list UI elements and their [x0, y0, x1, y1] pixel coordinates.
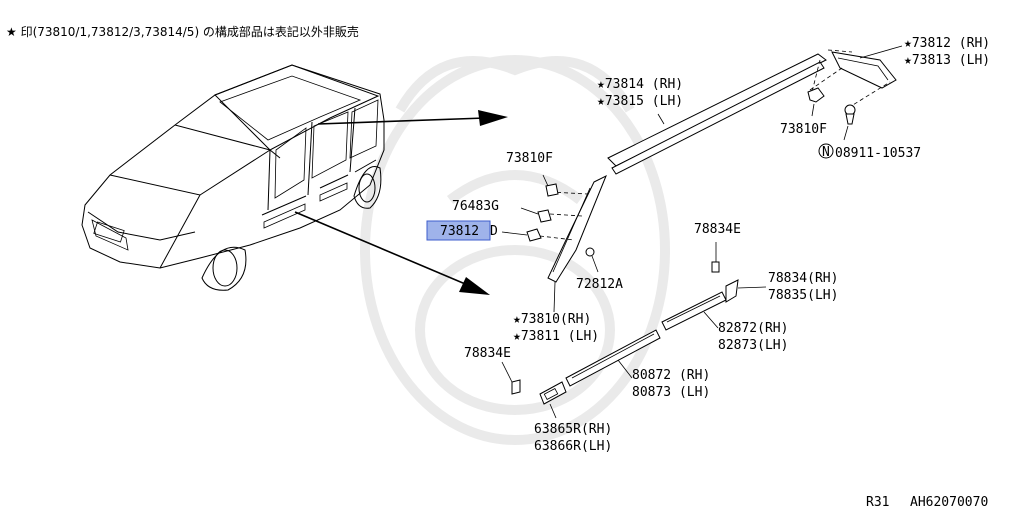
- molding-end-63865r: [539, 381, 567, 419]
- screw-72812a: [585, 247, 599, 273]
- clip-78834e-left: [501, 361, 521, 395]
- car-illustration: [81, 64, 385, 291]
- screw-08911: [843, 104, 856, 141]
- label-73810f-top: 73810F: [780, 122, 827, 137]
- footer-code: AH62070070: [910, 495, 988, 510]
- label-80872-rh: 80872 (RH): [632, 368, 710, 383]
- label-73813-lh: ★73813 (LH): [904, 53, 990, 68]
- roof-drip-molding: [607, 53, 827, 175]
- watermark-emblem: [360, 55, 670, 445]
- leader-73814: [657, 113, 665, 125]
- clip-78834e-top: [711, 242, 720, 273]
- label-73812-suffix: D: [490, 224, 498, 239]
- label-63865r-rh: 63865R(RH): [534, 422, 612, 437]
- n-circle-icon: [818, 143, 834, 159]
- label-73814-rh: ★73814 (RH): [597, 77, 683, 92]
- molding-end-cap: [809, 45, 903, 109]
- label-80873-lh: 80873 (LH): [632, 385, 710, 400]
- label-72812a: 72812A: [576, 277, 623, 292]
- label-82872-rh: 82872(RH): [718, 321, 788, 336]
- label-73812-highlighted: 73812: [440, 224, 479, 239]
- highlight-73812d: [426, 220, 491, 241]
- pillar-finisher: [539, 174, 607, 313]
- side-molding-82872: [661, 291, 727, 331]
- label-73810-rh: ★73810(RH): [513, 312, 591, 327]
- arrow-to-roof-molding: [317, 110, 508, 126]
- arrow-to-side-molding: [294, 211, 490, 295]
- clip-73812d: [501, 228, 542, 242]
- label-78834-rh: 78834(RH): [768, 271, 838, 286]
- label-08911-10537: 08911-10537: [835, 146, 921, 161]
- clip-73810f-top: [807, 87, 825, 117]
- label-82873-lh: 82873(LH): [718, 338, 788, 353]
- side-molding-80872: [565, 329, 661, 387]
- molding-end-78834: [725, 279, 767, 303]
- nut-76483g: [520, 207, 552, 223]
- label-73815-lh: ★73815 (LH): [597, 94, 683, 109]
- label-73811-lh: ★73811 (LH): [513, 329, 599, 344]
- label-73812-rh: ★73812 (RH): [904, 36, 990, 51]
- label-73810f-left: 73810F: [506, 151, 553, 166]
- label-76483g: 76483G: [452, 199, 499, 214]
- header-note: ★ 印(73810/1,73812/3,73814/5) の構成部品は表記以外非…: [6, 24, 359, 39]
- label-78834e-top: 78834E: [694, 222, 741, 237]
- label-78835-lh: 78835(LH): [768, 288, 838, 303]
- footer-page: R31: [866, 495, 889, 510]
- label-n-prefix: N: [822, 145, 830, 160]
- clip-73810f-left: [542, 174, 559, 197]
- label-63866r-lh: 63866R(LH): [534, 439, 612, 454]
- label-78834e-left: 78834E: [464, 346, 511, 361]
